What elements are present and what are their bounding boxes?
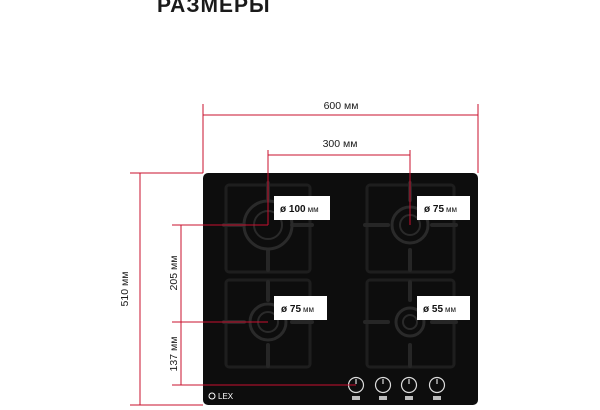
burner-diameter: ø 75 bbox=[424, 204, 444, 215]
knob-pointers bbox=[355, 379, 438, 384]
burner-unit: мм bbox=[303, 305, 314, 314]
knob-4 bbox=[428, 376, 446, 394]
burner-unit: мм bbox=[308, 205, 319, 214]
burner-unit: мм bbox=[446, 205, 457, 214]
dim-height-total: 510 мм bbox=[119, 272, 131, 307]
dim-burner-spacing-vertical: 205 мм bbox=[168, 256, 180, 291]
dim-front-offset: 137 мм bbox=[168, 337, 180, 372]
control-knobs bbox=[347, 376, 446, 394]
brand-logo-icon bbox=[208, 392, 216, 400]
dim-width-total: 600 мм bbox=[324, 100, 359, 112]
dimension-lines bbox=[130, 104, 479, 406]
knob-2 bbox=[374, 376, 392, 394]
brand-name: LEX bbox=[218, 392, 234, 401]
dim-burner-spacing-horizontal: 300 мм bbox=[323, 138, 358, 150]
burner-diameter: ø 100 bbox=[280, 204, 306, 215]
page-title: РАЗМЕРЫ bbox=[157, 0, 271, 17]
burner-diameter: ø 75 bbox=[281, 304, 301, 315]
burner-unit: мм bbox=[445, 305, 456, 314]
knob-burner-indicators bbox=[352, 396, 441, 400]
brand-logo: LEX bbox=[208, 392, 234, 401]
burner-front-right bbox=[394, 306, 426, 338]
knob-3 bbox=[400, 376, 418, 394]
burner-diameter: ø 55 bbox=[423, 304, 443, 315]
